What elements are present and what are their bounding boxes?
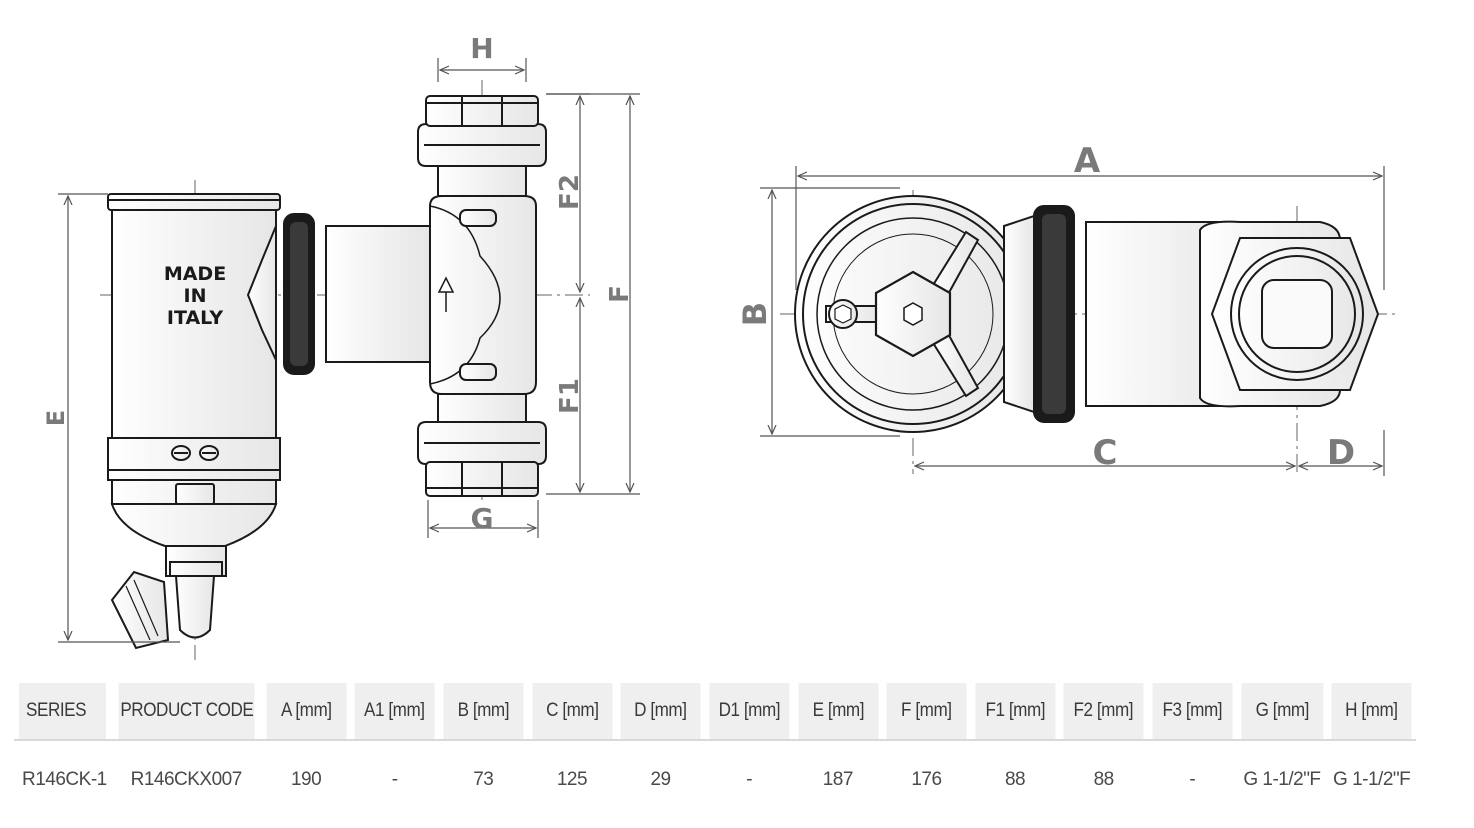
lower-nut	[425, 461, 539, 497]
table-header-row: SERIES PRODUCT CODE A [mm] A1 [mm] B [mm…	[14, 683, 1416, 741]
top-view	[780, 190, 1400, 474]
column-header: SERIES	[18, 683, 106, 741]
table-cell: 190	[290, 769, 322, 790]
table-cell: R146CK-1	[22, 769, 107, 790]
table-cell: 88	[1004, 769, 1026, 790]
dimension-label-h: H	[470, 32, 493, 65]
column-header: D1 [mm]	[709, 683, 790, 741]
column-header: D [mm]	[620, 683, 701, 741]
column-header: A1 [mm]	[354, 683, 435, 741]
front-view	[100, 80, 590, 660]
table-cell: -	[746, 769, 753, 790]
table-cell: 88	[1093, 769, 1115, 790]
table-cell: G 1-1/2"F	[1243, 769, 1321, 790]
table-row: R146CK-1 R146CKX007 190 - 73 125 29 - 18…	[14, 740, 1416, 819]
table-cell: 187	[822, 769, 854, 790]
connector-pipe	[325, 225, 431, 363]
dimension-label-b: B	[736, 302, 774, 326]
table-cell: 29	[650, 769, 671, 790]
flow-arrow-icon	[437, 276, 455, 312]
column-header: H [mm]	[1331, 683, 1412, 741]
dimension-label-f: F	[605, 285, 635, 303]
dimension-label-f2: F2	[555, 174, 585, 210]
column-header: F3 [mm]	[1152, 683, 1233, 741]
dimension-label-c: C	[1093, 433, 1118, 473]
front-dimension-lines	[58, 58, 640, 643]
column-header: F1 [mm]	[975, 683, 1055, 741]
technical-drawing: MADE IN ITALY H G E F2 F1 F	[42, 32, 1400, 660]
column-header: F [mm]	[886, 683, 967, 741]
dimension-label-e: E	[42, 410, 70, 426]
stamp-line-3: ITALY	[167, 307, 223, 329]
table-cell: 176	[911, 769, 942, 790]
body-bottom-cone	[110, 503, 278, 547]
dimension-label-f1: F1	[555, 378, 585, 414]
dimension-label-d: D	[1327, 433, 1355, 473]
column-header: B [mm]	[443, 683, 524, 741]
drain-knob	[110, 570, 170, 650]
dimension-label-g: G	[471, 502, 494, 535]
stamp-line-1: MADE	[164, 263, 226, 285]
table-cell: 73	[473, 769, 494, 790]
dimension-label-a: A	[1074, 141, 1101, 181]
stamp-line-2: IN	[184, 285, 207, 307]
table-cell: -	[391, 769, 398, 790]
upper-nut	[425, 95, 539, 127]
column-header: F2 [mm]	[1063, 683, 1144, 741]
table-cell: 125	[556, 769, 588, 790]
column-header: A [mm]	[266, 683, 346, 741]
column-header: C [mm]	[532, 683, 612, 741]
body-lower-band	[107, 437, 281, 481]
specification-table: SERIES PRODUCT CODE A [mm] A1 [mm] B [mm…	[14, 683, 1416, 819]
table-cell: R146CKX007	[130, 769, 243, 790]
side-flange	[246, 225, 277, 361]
column-header: G [mm]	[1241, 683, 1323, 741]
table-cell: -	[1189, 769, 1196, 790]
top-dimension-lines	[760, 166, 1385, 476]
column-header: PRODUCT CODE	[118, 683, 255, 741]
table-cell: G 1-1/2"F	[1333, 769, 1411, 790]
body-cylinder	[111, 209, 277, 439]
body-top-cap	[107, 193, 281, 211]
column-header: E [mm]	[797, 683, 878, 741]
